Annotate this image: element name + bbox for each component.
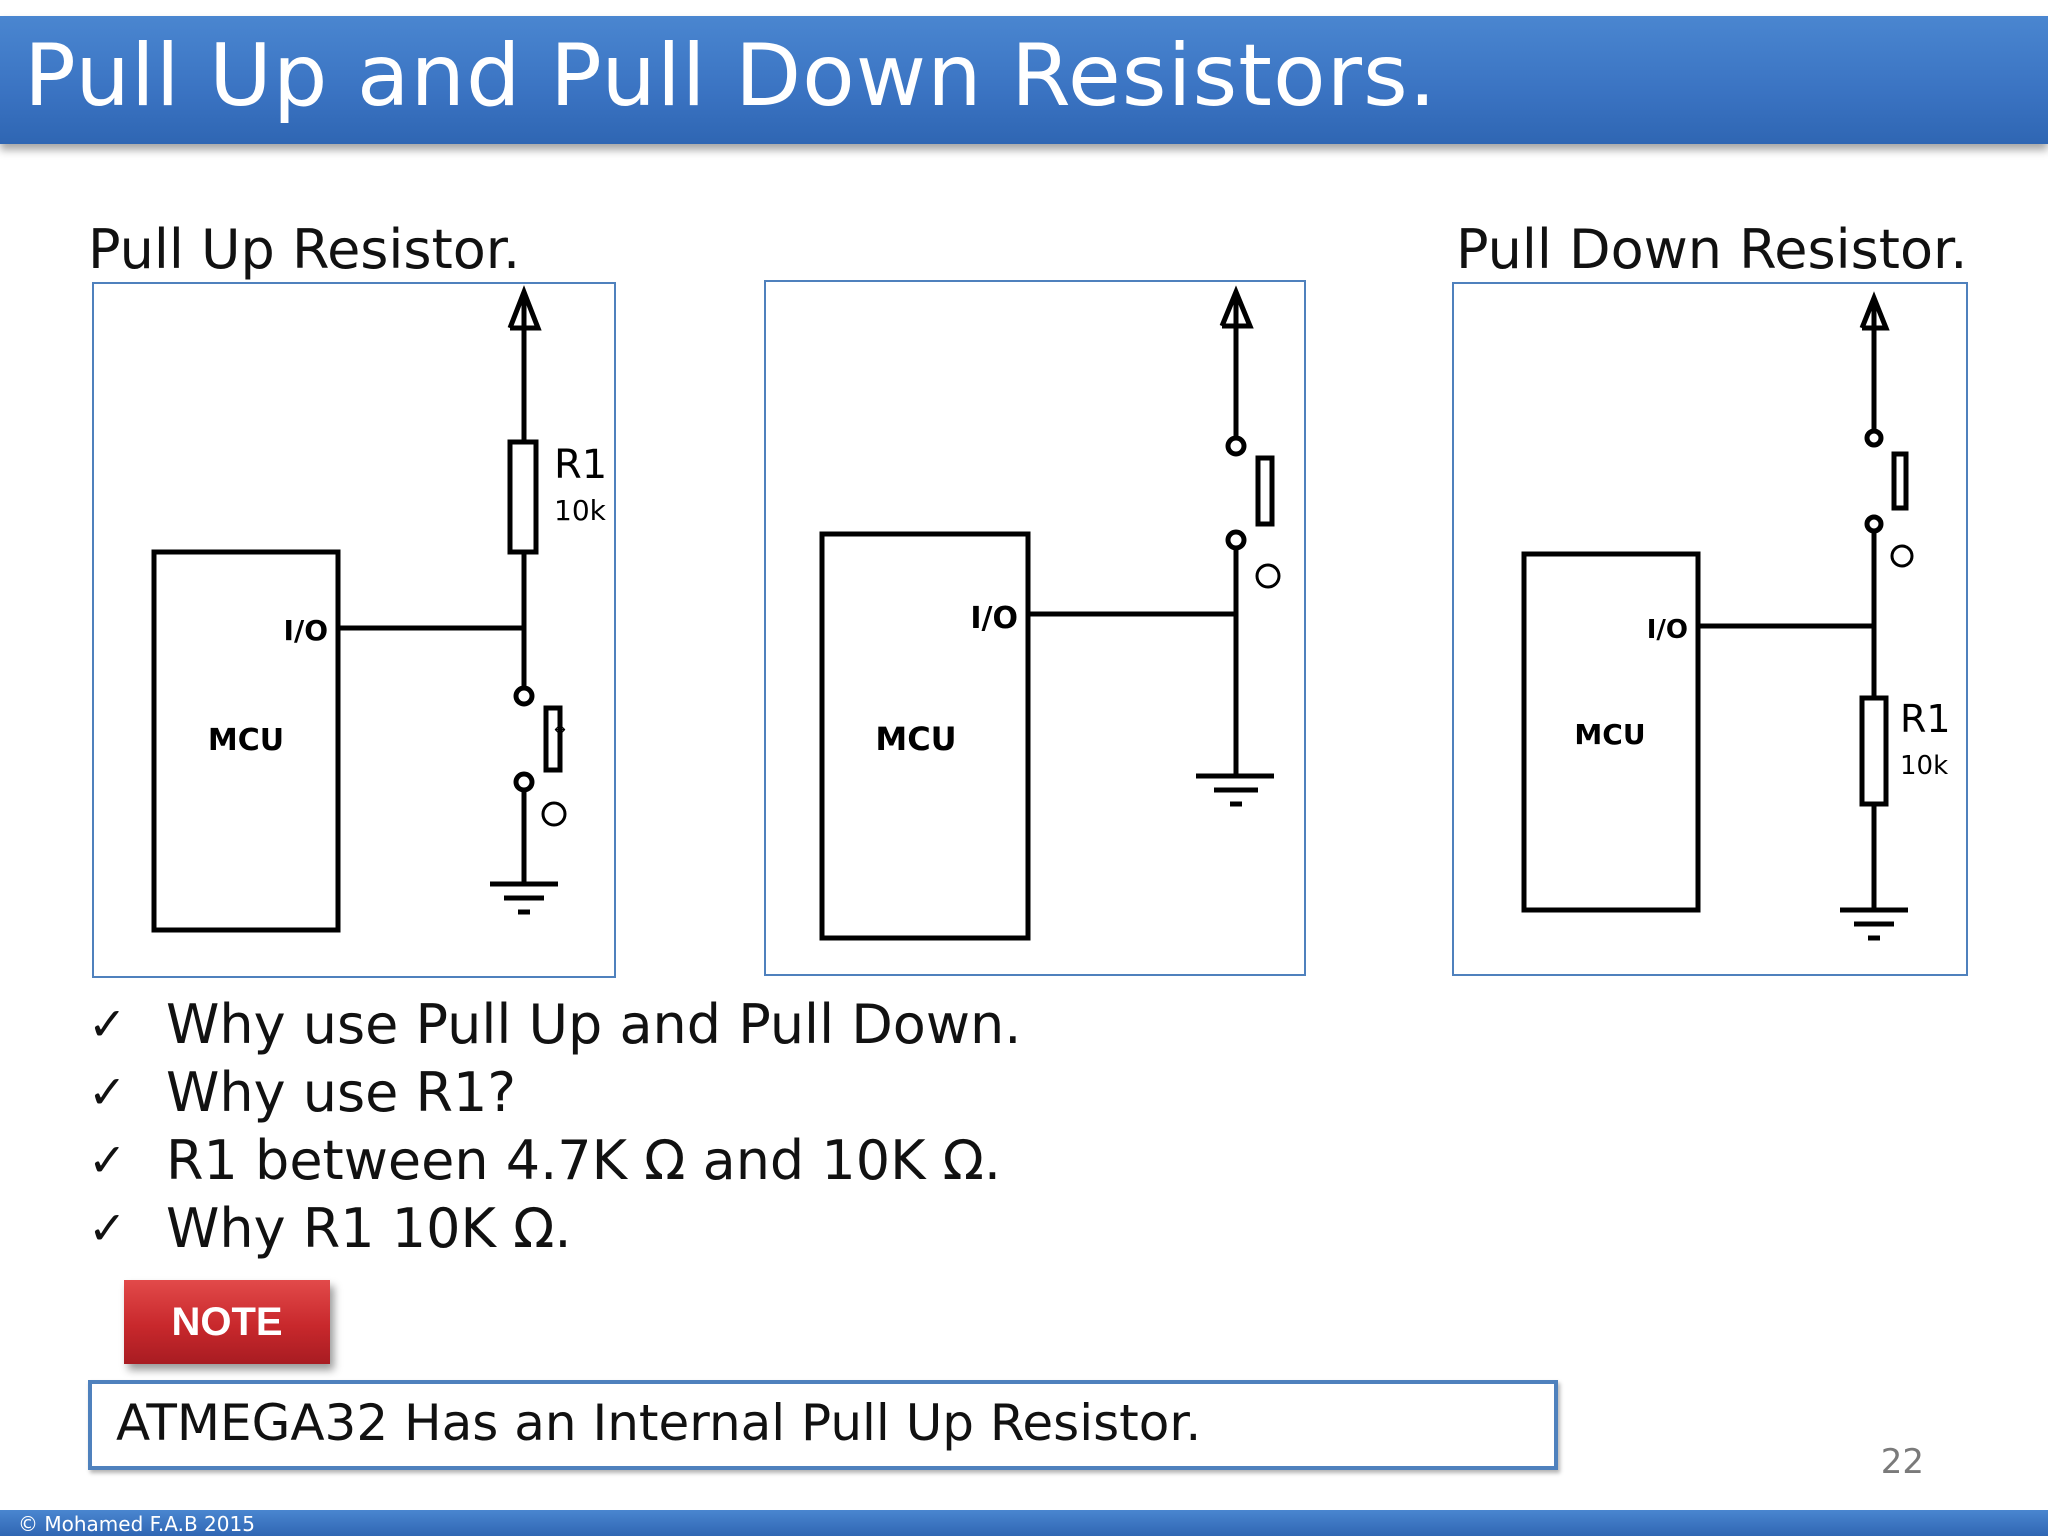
copyright-text: © Mohamed F.A.B 2015 [18, 1512, 255, 1536]
resistor-r1 [1859, 695, 1889, 807]
no-resistor-diagram: MCU I/O [764, 280, 1306, 976]
button-actuator-icon [541, 801, 567, 827]
resistor-r1 [507, 439, 539, 555]
check-icon: ✓ [88, 1133, 127, 1187]
list-item: ✓R1 between 4.7K Ω and 10K Ω. [88, 1128, 1002, 1192]
mcu-block [1521, 551, 1701, 913]
mcu-block [819, 531, 1031, 941]
no-resistor-circuit: MCU I/O [819, 285, 1281, 941]
bottom-bar [0, 1510, 2048, 1536]
pull-down-resistor-diagram: MCU I/O R1 10k [1452, 282, 1968, 976]
button-actuator-icon [1890, 544, 1914, 568]
title-bar: Pull Up and Pull Down Resistors. [0, 16, 2048, 144]
switch-contact-top [1864, 428, 1884, 448]
switch-contact-bottom [1864, 514, 1884, 534]
switch-contact-top [1225, 435, 1247, 457]
page-number: 22 [1880, 1442, 1924, 1482]
question-list: ✓Why use Pull Up and Pull Down. ✓Why use… [88, 990, 1021, 1262]
mcu-block [151, 549, 341, 933]
push-button [1255, 455, 1275, 527]
switch-contact-bottom [513, 771, 535, 793]
mcu-label: MCU [875, 720, 956, 758]
check-icon: ✓ [88, 1201, 127, 1255]
svg-text:↔: ↔ [554, 722, 566, 738]
push-button [543, 705, 563, 773]
switch-contact-bottom [1225, 529, 1247, 551]
note-text: ATMEGA32 Has an Internal Pull Up Resisto… [116, 1394, 1202, 1452]
list-item: ✓Why use R1? [88, 1060, 517, 1124]
pull-up-resistor-diagram: ↔ MCU I/O R1 10k [92, 282, 616, 978]
list-item: ✓Why R1 10K Ω. [88, 1196, 572, 1260]
mcu-label: MCU [208, 723, 284, 758]
vcc-arrow [1219, 285, 1254, 329]
io-label: I/O [1647, 615, 1688, 645]
check-icon: ✓ [88, 1065, 127, 1119]
resistor-name: R1 [1900, 697, 1951, 741]
io-label: I/O [284, 614, 328, 647]
pull-down-caption: Pull Down Resistor. [1456, 218, 1968, 281]
push-button [1891, 451, 1909, 511]
note-box: ATMEGA32 Has an Internal Pull Up Resisto… [88, 1380, 1558, 1470]
pull-down-circuit: MCU I/O R1 10k [1521, 291, 1951, 941]
slide-title: Pull Up and Pull Down Resistors. [24, 26, 1438, 126]
io-label: I/O [970, 601, 1018, 636]
resistor-value: 10k [1900, 751, 1948, 781]
resistor-name: R1 [554, 442, 607, 488]
mcu-label: MCU [1574, 718, 1645, 751]
resistor-value: 10k [554, 494, 607, 527]
note-badge: NOTE [124, 1280, 330, 1364]
vcc-arrow [1859, 291, 1890, 331]
button-actuator-icon [1255, 563, 1281, 589]
check-icon: ✓ [88, 997, 127, 1051]
pull-up-circuit: ↔ MCU I/O R1 10k [151, 285, 607, 933]
list-item: ✓Why use Pull Up and Pull Down. [88, 992, 1022, 1056]
pull-up-caption: Pull Up Resistor. [88, 218, 521, 281]
switch-contact-top [513, 685, 535, 707]
vcc-arrow [507, 285, 542, 331]
